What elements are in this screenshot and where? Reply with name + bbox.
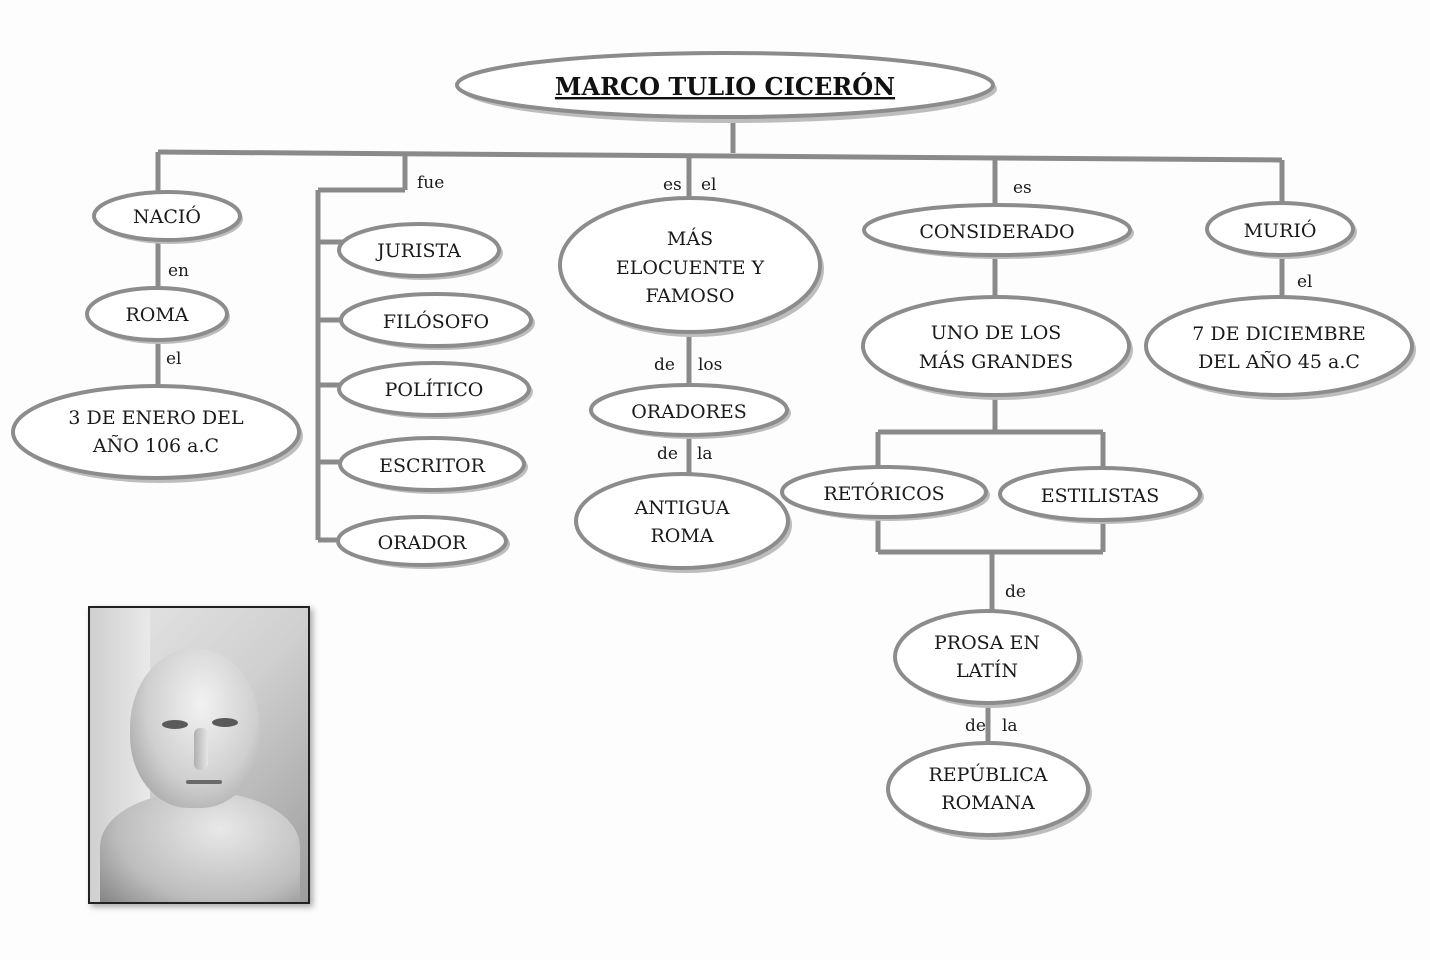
uno-de-los-line2: MÁS GRANDES bbox=[919, 350, 1073, 373]
node-estilistas: ESTILISTAS bbox=[998, 466, 1204, 524]
connector-de-3: de bbox=[1005, 582, 1026, 602]
title-text: MARCO TULIO CICERÓN bbox=[555, 72, 895, 101]
birth-date-line1: 3 DE ENERO DEL bbox=[68, 407, 244, 429]
connector-la-1: la bbox=[697, 444, 713, 464]
node-politico: POLÍTICO bbox=[337, 361, 533, 419]
connector-es: es bbox=[663, 175, 682, 195]
estilistas-label: ESTILISTAS bbox=[1041, 485, 1160, 507]
connector-el: el bbox=[701, 175, 717, 195]
antigua-roma-line1: ANTIGUA bbox=[634, 497, 730, 519]
mas-elocuente-line1: MÁS bbox=[667, 227, 713, 250]
node-retoricos: RETÓRICOS bbox=[780, 465, 990, 521]
node-filosofo: FILÓSOFO bbox=[339, 292, 535, 350]
cicero-bust-photo bbox=[88, 606, 310, 904]
connector-la-2: la bbox=[1002, 716, 1018, 736]
connector-lines bbox=[155, 118, 1285, 745]
fue-item-escritor: ESCRITOR bbox=[379, 455, 485, 477]
title-node: MARCO TULIO CICERÓN bbox=[455, 51, 997, 123]
considerado-label: CONSIDERADO bbox=[919, 221, 1074, 243]
death-date-line1: 7 DE DICIEMBRE bbox=[1192, 323, 1366, 345]
fue-item-politico: POLÍTICO bbox=[385, 378, 484, 401]
node-mas-elocuente: MÁS ELOCUENTE Y FAMOSO bbox=[558, 196, 824, 337]
node-escritor: ESCRITOR bbox=[338, 436, 528, 494]
murio-label: MURIÓ bbox=[1244, 219, 1317, 242]
node-uno-de-los: UNO DE LOS MÁS GRANDES bbox=[861, 295, 1133, 400]
node-murio: MURIÓ bbox=[1205, 201, 1357, 259]
node-roma: ROMA bbox=[85, 286, 230, 344]
mas-elocuente-line2: ELOCUENTE Y bbox=[616, 257, 765, 279]
node-jurista: JURISTA bbox=[337, 222, 503, 280]
connector-fue: fue bbox=[417, 173, 444, 193]
node-prosa-latin: PROSA EN LATÍN bbox=[893, 609, 1083, 708]
prosa-latin-line1: PROSA EN bbox=[934, 632, 1040, 654]
fue-item-filosofo: FILÓSOFO bbox=[383, 310, 489, 333]
fue-item-jurista: JURISTA bbox=[375, 240, 461, 262]
republica-romana-line1: REPÚBLICA bbox=[929, 763, 1048, 786]
connector-de-4: de bbox=[965, 716, 986, 736]
connector-en: en bbox=[168, 261, 189, 281]
node-oradores: ORADORES bbox=[589, 383, 791, 439]
node-birth-date: 3 DE ENERO DEL AÑO 106 a.C bbox=[11, 384, 303, 483]
republica-romana-line2: ROMANA bbox=[941, 792, 1035, 814]
birth-date-line2: AÑO 106 a.C bbox=[92, 434, 219, 457]
node-death-date: 7 DE DICIEMBRE DEL AÑO 45 a.C bbox=[1144, 295, 1416, 400]
uno-de-los-line1: UNO DE LOS bbox=[931, 322, 1062, 344]
retoricos-label: RETÓRICOS bbox=[823, 482, 944, 505]
fue-item-orador: ORADOR bbox=[378, 532, 467, 554]
connector-de-1: de bbox=[654, 355, 675, 375]
antigua-roma-line2: ROMA bbox=[650, 525, 713, 547]
roma-label: ROMA bbox=[125, 304, 188, 326]
prosa-latin-line2: LATÍN bbox=[956, 659, 1018, 682]
oradores-label: ORADORES bbox=[631, 401, 747, 423]
node-republica-romana: REPÚBLICA ROMANA bbox=[886, 741, 1092, 840]
connector-el-nacio: el bbox=[166, 349, 182, 369]
connector-de-2: de bbox=[657, 444, 678, 464]
connector-es-2: es bbox=[1013, 178, 1032, 198]
connector-el-murio: el bbox=[1297, 272, 1313, 292]
node-considerado: CONSIDERADO bbox=[862, 203, 1134, 259]
node-orador: ORADOR bbox=[336, 515, 510, 569]
node-nacio: NACIÓ bbox=[92, 190, 243, 244]
nacio-label: NACIÓ bbox=[133, 205, 201, 228]
node-antigua-roma: ANTIGUA ROMA bbox=[574, 472, 792, 573]
connector-los: los bbox=[698, 355, 722, 375]
mas-elocuente-line3: FAMOSO bbox=[646, 285, 735, 307]
death-date-line2: DEL AÑO 45 a.C bbox=[1198, 350, 1360, 373]
